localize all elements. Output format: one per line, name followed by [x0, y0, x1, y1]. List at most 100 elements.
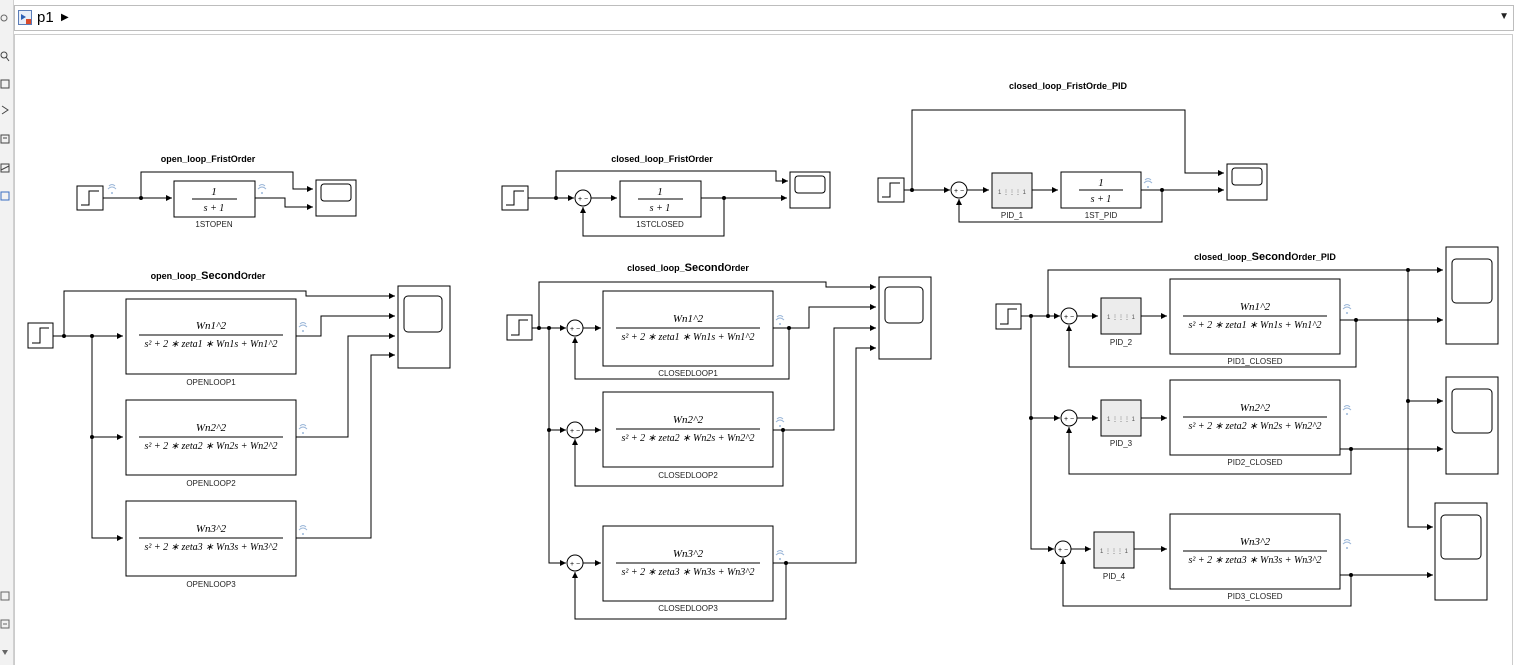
svg-text:+ −: + − [578, 196, 588, 203]
block-label: OPENLOOP1 [186, 378, 236, 387]
block-label: PID_3 [1110, 439, 1133, 448]
svg-text:s + 1: s + 1 [204, 203, 225, 214]
transfer-fcn-openloop2[interactable]: Wn2^2 s² + 2 ∗ zeta2 ∗ Wn2s + Wn2^2 [125, 399, 297, 476]
svg-text:s² + 2 ∗ zeta2 ∗ Wn2s + Wn2^2: s² + 2 ∗ zeta2 ∗ Wn2s + Wn2^2 [1188, 421, 1321, 432]
pid-controller-icon[interactable]: 1 ⋮⋮⋮ 1 [1093, 531, 1135, 569]
dropdown-arrow-icon[interactable]: ▼ [1499, 11, 1509, 22]
annotation-icon[interactable] [0, 133, 10, 145]
svg-text:s² + 2 ∗ zeta1 ∗ Wn1s + Wn1^2: s² + 2 ∗ zeta1 ∗ Wn1s + Wn1^2 [144, 339, 277, 350]
svg-text:1 ⋮⋮⋮ 1: 1 ⋮⋮⋮ 1 [1100, 549, 1129, 555]
svg-text:Wn1^2: Wn1^2 [673, 313, 704, 325]
scope-icon[interactable] [1226, 163, 1268, 201]
subsystem-title-3: closed_loop_FristOrde_PID [1009, 81, 1128, 91]
property-inspector-icon[interactable] [0, 618, 10, 630]
step-source-icon[interactable] [995, 303, 1022, 330]
block-label: PID_4 [1103, 572, 1126, 581]
step-source-icon[interactable] [76, 185, 104, 211]
scope-icon[interactable] [315, 179, 357, 217]
transfer-fcn-1st-pid[interactable]: 1 s + 1 [1060, 171, 1142, 209]
transfer-fcn-closedloop1[interactable]: Wn1^2 s² + 2 ∗ zeta1 ∗ Wn1s + Wn1^2 [602, 290, 774, 367]
step-source-icon[interactable] [877, 177, 905, 203]
arrow-tool-icon[interactable] [0, 104, 10, 116]
area-icon[interactable] [0, 190, 10, 202]
subsystem-title-5: closed_loop_SecondOrder [627, 262, 749, 274]
transfer-fcn-1stopen[interactable]: 1 s + 1 [173, 180, 256, 218]
block-label: OPENLOOP2 [186, 479, 236, 488]
block-label: PID1_CLOSED [1227, 357, 1282, 366]
model-browser-icon[interactable] [0, 590, 10, 602]
step-source-icon[interactable] [501, 185, 529, 211]
step-source-icon[interactable] [506, 314, 533, 341]
sum-icon[interactable]: + − [1060, 409, 1078, 427]
sum-icon[interactable]: + − [1054, 540, 1072, 558]
svg-text:+ −: + − [1064, 314, 1074, 321]
signal-logging-icon [1143, 178, 1153, 188]
signal-logging-icon [1342, 304, 1352, 314]
svg-text:1: 1 [1098, 177, 1104, 189]
transfer-fcn-pid3-closed[interactable]: Wn3^2 s² + 2 ∗ zeta3 ∗ Wn3s + Wn3^2 [1169, 513, 1341, 590]
step-source-icon[interactable] [27, 322, 54, 349]
tool-strip [0, 0, 14, 665]
sum-icon[interactable]: + − [950, 181, 968, 199]
svg-text:1: 1 [657, 186, 663, 198]
svg-text:1: 1 [211, 186, 217, 198]
subsystem-title-2: closed_loop_FristOrder [611, 154, 713, 164]
signal-logging-icon [298, 525, 308, 535]
sum-icon[interactable]: + − [566, 421, 584, 439]
scope-icon[interactable] [1445, 246, 1499, 345]
svg-text:s² + 2 ∗ zeta3 ∗ Wn3s + Wn3^2: s² + 2 ∗ zeta3 ∗ Wn3s + Wn3^2 [621, 567, 754, 578]
pid-controller-icon[interactable]: 1 ⋮⋮⋮ 1 [1100, 399, 1142, 437]
svg-text:s² + 2 ∗ zeta3 ∗ Wn3s + Wn3^2: s² + 2 ∗ zeta3 ∗ Wn3s + Wn3^2 [1188, 555, 1321, 566]
block-label: 1STCLOSED [636, 220, 684, 229]
transfer-fcn-openloop3[interactable]: Wn3^2 s² + 2 ∗ zeta3 ∗ Wn3s + Wn3^2 [125, 500, 297, 577]
block-label: 1STOPEN [195, 220, 232, 229]
fit-view-icon[interactable] [0, 78, 10, 90]
model-name[interactable]: p1 [37, 9, 54, 26]
svg-text:s² + 2 ∗ zeta2 ∗ Wn2s + Wn2^2: s² + 2 ∗ zeta2 ∗ Wn2s + Wn2^2 [144, 441, 277, 452]
scope-icon[interactable] [1445, 376, 1499, 475]
transfer-fcn-closedloop3[interactable]: Wn3^2 s² + 2 ∗ zeta3 ∗ Wn3s + Wn3^2 [602, 525, 774, 602]
transfer-fcn-pid2-closed[interactable]: Wn2^2 s² + 2 ∗ zeta2 ∗ Wn2s + Wn2^2 [1169, 379, 1341, 456]
signal-logging-icon [775, 417, 785, 427]
sum-icon[interactable]: + − [1060, 307, 1078, 325]
svg-text:1 ⋮⋮⋮ 1: 1 ⋮⋮⋮ 1 [1107, 315, 1136, 321]
image-icon[interactable] [0, 162, 10, 174]
block-label: CLOSEDLOOP1 [658, 369, 718, 378]
model-breadcrumb-bar[interactable]: p1 ▶ ▼ [14, 5, 1514, 31]
block-label: PID3_CLOSED [1227, 592, 1282, 601]
scope-icon[interactable] [397, 285, 451, 369]
pid-controller-icon[interactable]: 1 ⋮⋮⋮ 1 [991, 172, 1033, 209]
hide-browser-icon[interactable] [0, 12, 10, 24]
svg-text:s² + 2 ∗ zeta3 ∗ Wn3s + Wn3^2: s² + 2 ∗ zeta3 ∗ Wn3s + Wn3^2 [144, 542, 277, 553]
block-label: PID_2 [1110, 338, 1133, 347]
signal-logging-icon [298, 424, 308, 434]
svg-text:+ −: + − [570, 561, 580, 568]
transfer-fcn-openloop1[interactable]: Wn1^2 s² + 2 ∗ zeta1 ∗ Wn1s + Wn1^2 [125, 298, 297, 375]
svg-text:Wn2^2: Wn2^2 [196, 422, 227, 434]
sum-icon[interactable]: + − [566, 554, 584, 572]
scope-icon[interactable] [789, 171, 831, 209]
zoom-icon[interactable] [0, 50, 10, 62]
sum-icon[interactable]: + − [566, 319, 584, 337]
signal-logging-icon [775, 550, 785, 560]
svg-text:+ −: + − [570, 326, 580, 333]
scope-icon[interactable] [878, 276, 932, 360]
svg-text:1 ⋮⋮⋮ 1: 1 ⋮⋮⋮ 1 [1107, 417, 1136, 423]
svg-text:s² + 2 ∗ zeta1 ∗ Wn1s + Wn1^2: s² + 2 ∗ zeta1 ∗ Wn1s + Wn1^2 [621, 332, 754, 343]
svg-text:1 ⋮⋮⋮ 1: 1 ⋮⋮⋮ 1 [998, 190, 1027, 196]
diagram-canvas[interactable] [14, 34, 1513, 665]
model-icon [18, 10, 32, 25]
transfer-fcn-pid1-closed[interactable]: Wn1^2 s² + 2 ∗ zeta1 ∗ Wn1s + Wn1^2 [1169, 278, 1341, 355]
svg-text:Wn2^2: Wn2^2 [673, 414, 704, 426]
scope-icon[interactable] [1434, 502, 1488, 601]
sum-icon[interactable]: + − [574, 189, 592, 207]
transfer-fcn-closedloop2[interactable]: Wn2^2 s² + 2 ∗ zeta2 ∗ Wn2s + Wn2^2 [602, 391, 774, 468]
transfer-fcn-1stclosed[interactable]: 1 s + 1 [619, 180, 702, 218]
signal-logging-icon [298, 322, 308, 332]
svg-text:Wn1^2: Wn1^2 [196, 320, 227, 332]
breadcrumb-arrow-icon[interactable]: ▶ [61, 12, 69, 23]
block-label: CLOSEDLOOP2 [658, 471, 718, 480]
expand-icon[interactable] [0, 646, 10, 658]
pid-controller-icon[interactable]: 1 ⋮⋮⋮ 1 [1100, 297, 1142, 335]
